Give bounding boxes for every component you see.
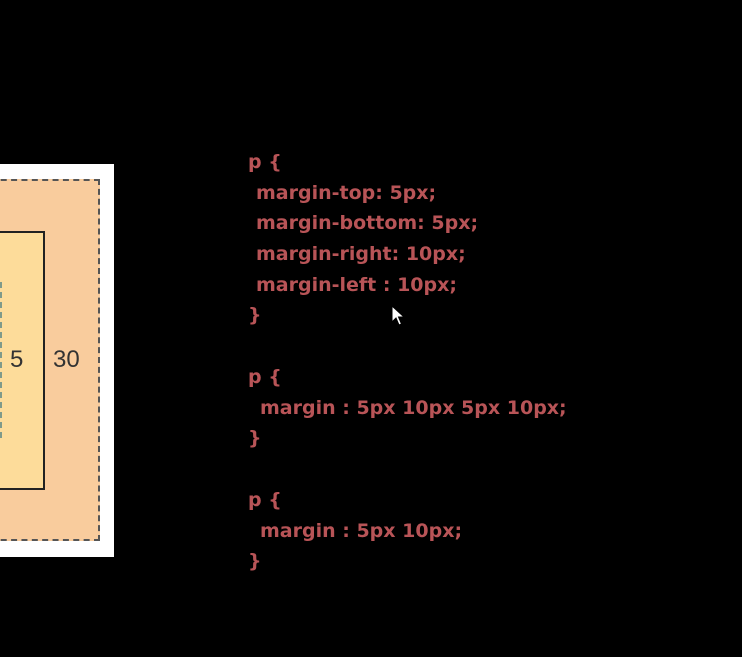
border-area — [0, 231, 45, 490]
code-block-2-open: p { — [248, 366, 282, 388]
margin-width-label: 30 — [53, 346, 80, 373]
code-line: margin : 5px 10px 5px 10px; — [260, 397, 567, 419]
border-width-label: 5 — [10, 346, 24, 373]
code-line: margin-right: 10px; — [256, 243, 466, 265]
code-line: margin : 5px 10px; — [260, 520, 463, 542]
code-line: margin-left : 10px; — [256, 274, 457, 296]
padding-edge-line — [0, 282, 2, 438]
code-block-3-open: p { — [248, 489, 282, 511]
code-block-1-open: p { — [248, 151, 282, 173]
code-line: margin-bottom: 5px; — [256, 212, 479, 234]
code-line: margin-top: 5px; — [256, 182, 437, 204]
code-block-1-close: } — [248, 304, 262, 326]
arrow-cursor-icon — [391, 305, 405, 326]
code-block-2-close: } — [248, 427, 262, 449]
code-block-3-close: } — [248, 550, 262, 572]
